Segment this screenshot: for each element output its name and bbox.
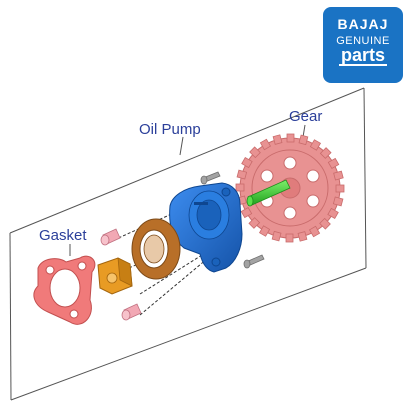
panel-frame [9, 87, 367, 401]
logo-parts-text: parts [338, 45, 387, 66]
drive-shaft [246, 179, 291, 207]
mounting-bolts [200, 171, 265, 269]
gasket-label: Gasket [39, 227, 87, 244]
oil-pump-body [169, 182, 243, 273]
logo-brand-text: BAJAJ [337, 16, 389, 32]
logo-genuine-text: GENUINE [336, 35, 390, 47]
gasket [33, 255, 96, 325]
pump-rotor-outer [131, 218, 181, 280]
gear-label: Gear [289, 108, 323, 125]
oil-pump-label: Oil Pump [139, 121, 201, 138]
dowel-pins [100, 228, 142, 321]
pump-rotor-inner [97, 257, 133, 295]
bajaj-genuine-parts-logo: BAJAJ GENUINE parts [323, 7, 403, 83]
